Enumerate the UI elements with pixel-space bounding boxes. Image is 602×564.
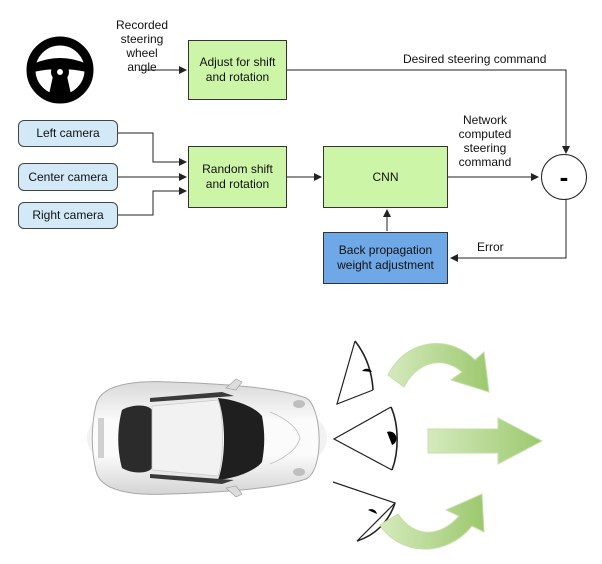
right-camera-line <box>118 187 187 216</box>
straight-arrow-icon <box>427 417 544 465</box>
left-camera-line <box>118 132 187 166</box>
error-line <box>450 199 567 262</box>
left-camera-box: Left camera <box>18 120 118 147</box>
recorded-angle-label: Recorded steering wheel angle <box>115 18 169 74</box>
curved-arrow-icon <box>387 343 490 393</box>
desired-command-label: Desired steering command <box>403 52 547 66</box>
center-camera-box: Center camera <box>18 163 118 191</box>
error-label: Error <box>477 240 504 254</box>
curved-arrow-icon <box>379 493 485 550</box>
car-top-view-icon <box>87 378 327 498</box>
steering-wheel-icon <box>26 36 94 104</box>
adjust-shift-rotation-box: Adjust for shift and rotation <box>188 40 287 100</box>
summing-node: - <box>541 154 587 200</box>
cnn-box: CNN <box>323 146 448 208</box>
camera-view-cone-icon <box>332 340 398 542</box>
backprop-box: Back propagation weight adjustment <box>323 232 448 284</box>
network-command-label: Network computed steering command <box>458 113 512 169</box>
diagram-connectors <box>26 36 570 262</box>
right-camera-box: Right camera <box>18 202 118 229</box>
desired-command-line <box>287 69 570 154</box>
random-shift-rotation-box: Random shift and rotation <box>188 146 287 208</box>
